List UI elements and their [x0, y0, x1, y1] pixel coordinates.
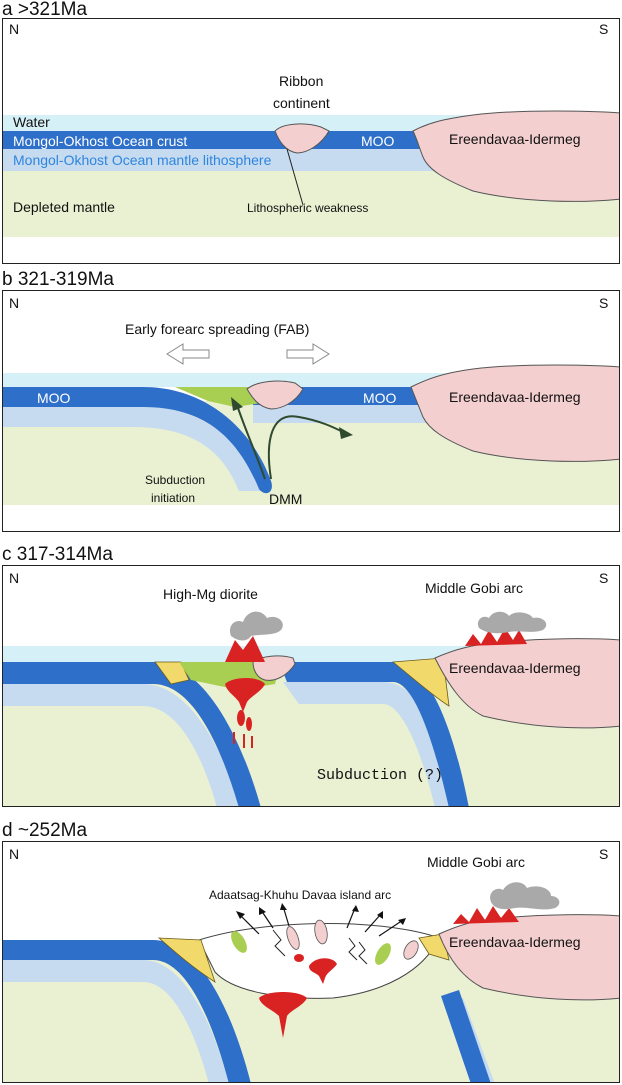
panel-c-magma-drop-1 — [237, 710, 245, 726]
panel-b-north: N — [9, 295, 20, 311]
panel-b-dmm-arrowhead-1 — [231, 397, 243, 411]
panel-d-island-arc-label: Adaatsag-Khuhu Davaa island arc — [209, 888, 392, 902]
panel-d-dike-3 — [358, 941, 368, 965]
panel-d-dike-1 — [272, 929, 286, 957]
panel-c-magma-chamber — [225, 678, 265, 712]
panel-b-slab-lith — [3, 405, 265, 491]
panel-a-frame: N S Ribbon continent Water Mongol-Okhost… — [2, 18, 620, 264]
panel-d-upper-pluton — [309, 958, 337, 984]
panel-b-continent-label: Ereendavaa-Idermeg — [449, 389, 581, 405]
panel-b-subduction-label: Subduction — [145, 473, 206, 487]
panel-a-south: S — [599, 21, 609, 37]
panel-c-diorite-smoke — [229, 611, 283, 641]
panel-b-spreading-label: Early forearc spreading (FAB) — [125, 321, 310, 337]
panel-c-south: S — [599, 570, 609, 586]
panel-b-moo-right-label: MOO — [363, 390, 397, 406]
panel-c-subduction-label: Subduction (?) — [317, 767, 444, 784]
panel-d-arc-volcanoes — [453, 906, 519, 924]
panel-c-arc-smoke — [477, 611, 547, 634]
panel-c-left-slab-lith — [3, 684, 239, 806]
panel-d-extension-arrowheads — [236, 903, 406, 925]
panel-a-weakness-pointer — [286, 148, 304, 206]
panel-a-water-label: Water — [13, 114, 50, 130]
panel-b-spreading-arrow-right — [286, 343, 330, 365]
panel-a-mantle-lith-label: Mongol-Okhost Ocean mantle lithosphere — [13, 152, 272, 168]
panel-b-frame: N S Early forearc spreading (FAB) MOO MO… — [2, 290, 620, 532]
panel-a-weakness-label: Lithospheric weakness — [247, 201, 369, 215]
panel-c-arc-volcanoes — [465, 628, 527, 646]
panel-d-pink-lens-1 — [286, 926, 300, 950]
panel-d-extension-arrows — [238, 905, 404, 937]
panel-c-ribbon-continent — [252, 655, 296, 681]
panel-d-pink-lens-3 — [403, 940, 419, 960]
panel-c-magma-streak-3 — [251, 736, 253, 748]
panel-a-continent-label: Ereendavaa-Idermeg — [449, 131, 581, 147]
panel-c-gobi-label: Middle Gobi arc — [425, 580, 524, 596]
panel-b-dmm-arrow-1 — [236, 404, 266, 480]
panel-a-ribbon-label-1: Ribbon — [279, 73, 324, 89]
panel-b-south: S — [599, 295, 609, 311]
panel-c-volcano — [225, 636, 265, 662]
panel-c-continent-label: Ereendavaa-Idermeg — [449, 660, 581, 676]
panel-c-diorite-label: High-Mg diorite — [163, 586, 258, 602]
panel-c-magma-drop-2 — [246, 717, 252, 731]
panel-b-continent — [410, 364, 619, 462]
panel-d-green-lens-2 — [375, 943, 391, 965]
panel-a-depleted-mantle-label: Depleted mantle — [13, 199, 115, 215]
panel-b-forearc-basalt — [175, 387, 267, 407]
panel-a-ribbon-label-2: continent — [273, 95, 330, 111]
panel-d-green-lens-1 — [231, 931, 247, 953]
panel-d-right-slab-crust — [441, 990, 491, 1082]
panel-c-north: N — [9, 570, 20, 586]
panel-d-pink-lens-2 — [314, 919, 328, 945]
panel-a-moo-label: MOO — [361, 133, 395, 149]
panel-b-dmm-label: DMM — [269, 491, 303, 507]
panel-a-north: N — [9, 21, 20, 37]
panel-c-diagram — [3, 611, 619, 806]
panel-c-right-wedge — [391, 657, 450, 707]
panel-c-left-wedge — [154, 661, 190, 685]
panel-b-ribbon-continent — [246, 380, 304, 410]
panel-c-left-slab-crust — [3, 662, 261, 806]
panel-d-continent-label: Ereendavaa-Idermeg — [449, 934, 581, 950]
panel-d-gobi-label: Middle Gobi arc — [427, 854, 526, 870]
panel-c-magma-streak-1 — [233, 732, 235, 744]
panel-d-diagram — [3, 882, 619, 1082]
panel-d-title: d ~252Ma — [2, 820, 88, 841]
panel-d-north: N — [9, 846, 20, 862]
panel-a-ribbon-continent — [274, 123, 330, 154]
panel-c-right-slab-lith — [283, 682, 455, 806]
panel-d-small-pluton — [294, 954, 304, 962]
panel-d-left-wedge — [157, 937, 216, 983]
panel-b-spreading-arrow-left — [166, 343, 210, 365]
panel-d-frame: N S Middle Gobi arc Adaatsag-Khuhu Davaa… — [2, 841, 620, 1083]
panel-c-magma-streak-2 — [243, 734, 245, 748]
panel-d-arc-smoke — [490, 882, 560, 910]
panel-d-lower-pluton — [259, 992, 307, 1038]
panel-a-ocean-crust — [3, 131, 443, 149]
panel-b-dmm-arrow-2 — [267, 415, 346, 480]
panel-d-left-slab-crust — [3, 940, 251, 1082]
panel-b-moo-left-label: MOO — [37, 390, 71, 406]
panel-c-title: c 317-314Ma — [2, 544, 113, 565]
panel-b-right-mantle-lith — [253, 405, 443, 423]
panel-a-diagram — [3, 110, 619, 237]
panel-a-title: a >321Ma — [2, 0, 88, 20]
panel-b-dmm-arrowhead-2 — [339, 427, 353, 439]
panel-b-slab-crust — [3, 387, 272, 494]
panel-d-left-slab-lith — [3, 960, 229, 1082]
panel-d-dike-2 — [348, 937, 358, 961]
panel-c-right-slab-crust — [279, 662, 469, 806]
panel-b-title: b 321-319Ma — [2, 269, 114, 290]
panel-b-diagram — [3, 343, 619, 505]
panel-a-continent — [412, 110, 619, 202]
panel-a-ocean-mantle-lith — [3, 149, 443, 171]
panel-c-frame: N S High-Mg diorite Middle Gobi arc Eree… — [2, 565, 620, 807]
panel-d-south: S — [599, 846, 609, 862]
panel-b-initiation-label: initiation — [151, 491, 196, 505]
panel-a-crust-label: Mongol-Okhost Ocean crust — [13, 133, 188, 149]
